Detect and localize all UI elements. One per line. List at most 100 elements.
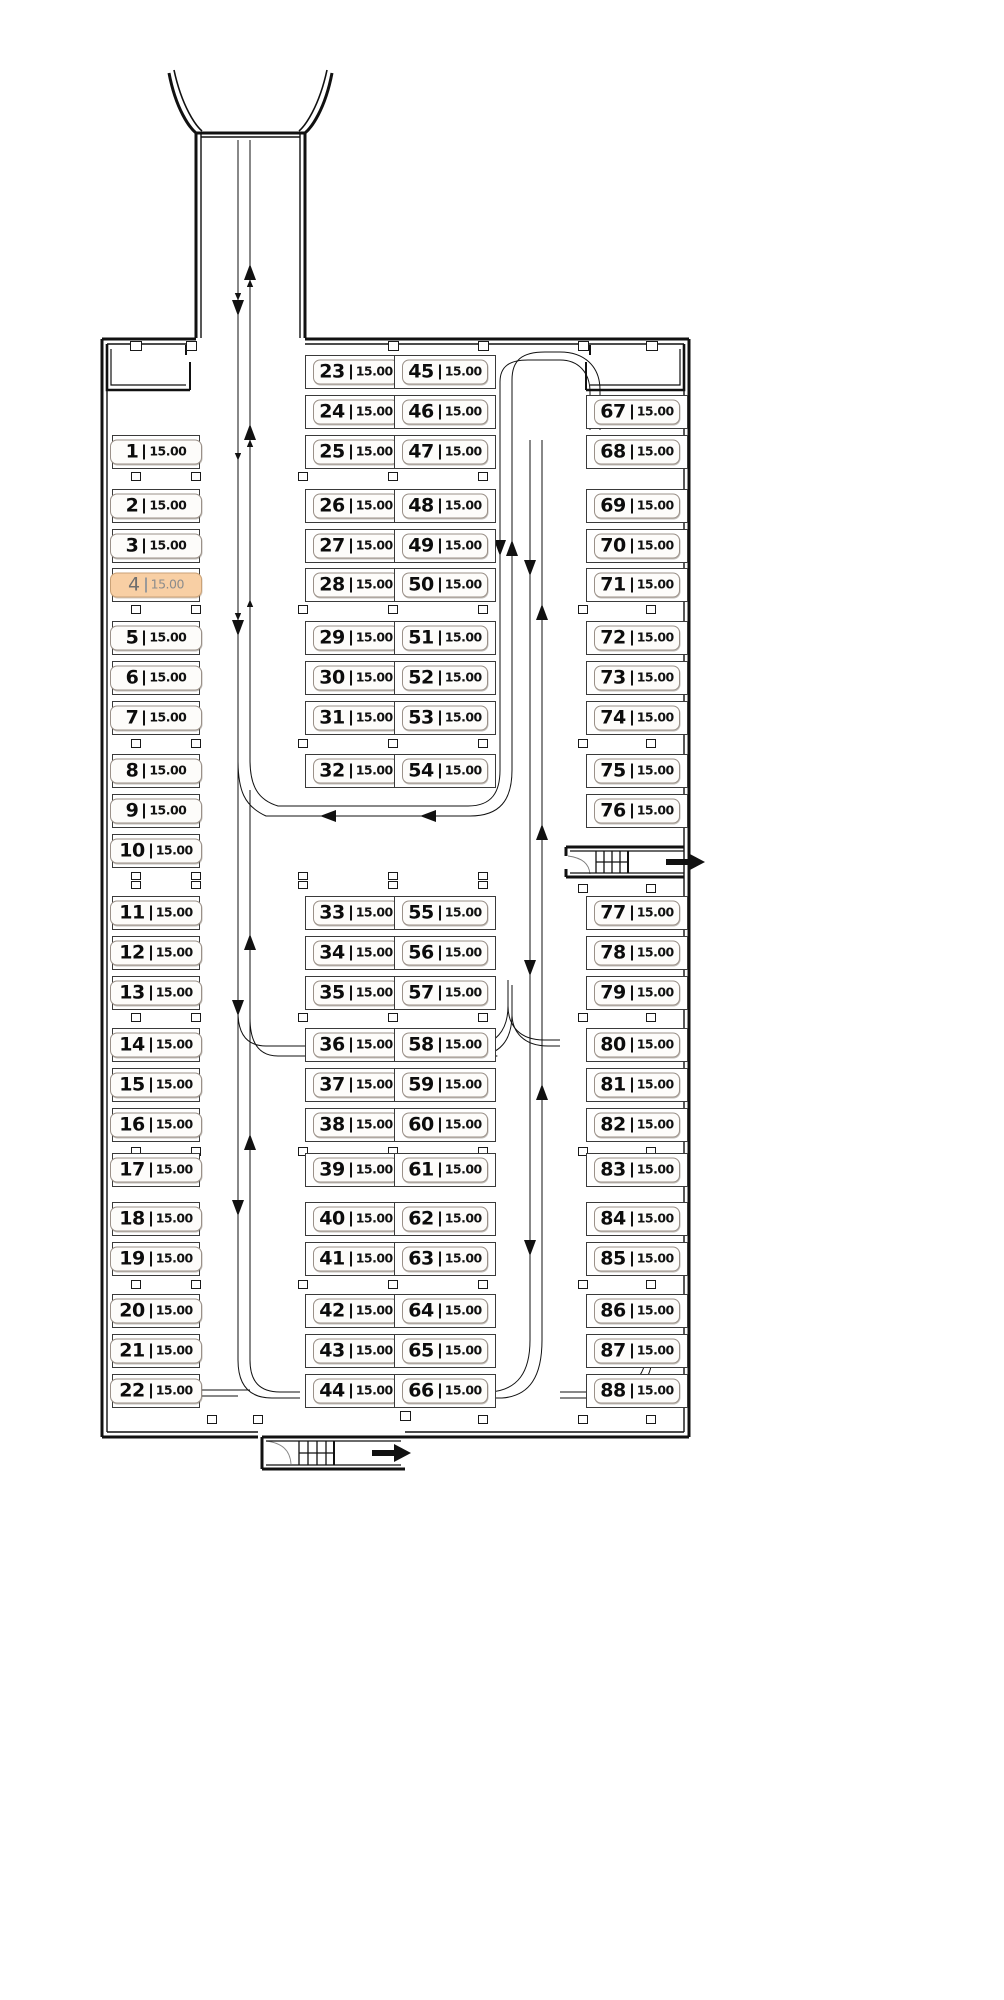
parking-stall-44[interactable]: 4415.00 (305, 1374, 407, 1408)
stall-tag-73[interactable]: 7315.00 (594, 665, 680, 691)
stall-tag-25[interactable]: 2515.00 (313, 439, 399, 465)
parking-stall-63[interactable]: 6315.00 (394, 1242, 496, 1276)
parking-stall-48[interactable]: 4815.00 (394, 489, 496, 523)
parking-stall-80[interactable]: 8015.00 (586, 1028, 688, 1062)
stall-tag-78[interactable]: 7815.00 (594, 940, 680, 966)
parking-stall-43[interactable]: 4315.00 (305, 1334, 407, 1368)
stall-tag-87[interactable]: 8715.00 (594, 1338, 680, 1364)
parking-stall-26[interactable]: 2615.00 (305, 489, 407, 523)
parking-stall-5[interactable]: 515.00 (110, 621, 202, 655)
stall-tag-34[interactable]: 3415.00 (313, 940, 399, 966)
parking-stall-13[interactable]: 1315.00 (110, 976, 202, 1010)
parking-stall-34[interactable]: 3415.00 (305, 936, 407, 970)
stall-tag-10[interactable]: 1015.00 (110, 838, 202, 864)
stall-tag-9[interactable]: 915.00 (110, 798, 202, 824)
stall-tag-81[interactable]: 8115.00 (594, 1072, 680, 1098)
stall-tag-70[interactable]: 7015.00 (594, 533, 680, 559)
parking-stall-58[interactable]: 5815.00 (394, 1028, 496, 1062)
stall-tag-24[interactable]: 2415.00 (313, 399, 399, 425)
parking-stall-53[interactable]: 5315.00 (394, 701, 496, 735)
parking-stall-39[interactable]: 3915.00 (305, 1153, 407, 1187)
stall-tag-66[interactable]: 6615.00 (402, 1378, 488, 1404)
stall-tag-71[interactable]: 7115.00 (594, 572, 680, 598)
parking-stall-56[interactable]: 5615.00 (394, 936, 496, 970)
parking-stall-62[interactable]: 6215.00 (394, 1202, 496, 1236)
stall-tag-29[interactable]: 2915.00 (313, 625, 399, 651)
stall-tag-61[interactable]: 6115.00 (402, 1157, 488, 1183)
stall-tag-57[interactable]: 5715.00 (402, 980, 488, 1006)
stall-tag-38[interactable]: 3815.00 (313, 1112, 399, 1138)
parking-stall-52[interactable]: 5215.00 (394, 661, 496, 695)
stall-tag-45[interactable]: 4515.00 (402, 359, 488, 385)
parking-stall-49[interactable]: 4915.00 (394, 529, 496, 563)
parking-stall-61[interactable]: 6115.00 (394, 1153, 496, 1187)
parking-stall-17[interactable]: 1715.00 (110, 1153, 202, 1187)
stall-tag-51[interactable]: 5115.00 (402, 625, 488, 651)
parking-stall-27[interactable]: 2715.00 (305, 529, 407, 563)
stall-tag-80[interactable]: 8015.00 (594, 1032, 680, 1058)
stall-tag-74[interactable]: 7415.00 (594, 705, 680, 731)
parking-stall-66[interactable]: 6615.00 (394, 1374, 496, 1408)
parking-stall-24[interactable]: 2415.00 (305, 395, 407, 429)
stall-tag-69[interactable]: 6915.00 (594, 493, 680, 519)
stall-tag-55[interactable]: 5515.00 (402, 900, 488, 926)
stall-tag-14[interactable]: 1415.00 (110, 1032, 202, 1058)
parking-stall-70[interactable]: 7015.00 (586, 529, 688, 563)
stall-tag-7[interactable]: 715.00 (110, 705, 202, 731)
parking-stall-12[interactable]: 1215.00 (110, 936, 202, 970)
stall-tag-76[interactable]: 7615.00 (594, 798, 680, 824)
parking-stall-1[interactable]: 115.00 (110, 435, 202, 469)
stall-tag-43[interactable]: 4315.00 (313, 1338, 399, 1364)
stall-tag-56[interactable]: 5615.00 (402, 940, 488, 966)
parking-stall-88[interactable]: 8815.00 (586, 1374, 688, 1408)
stall-tag-18[interactable]: 1815.00 (110, 1206, 202, 1232)
stall-tag-88[interactable]: 8815.00 (594, 1378, 680, 1404)
stall-tag-2[interactable]: 215.00 (110, 493, 202, 519)
stall-tag-65[interactable]: 6515.00 (402, 1338, 488, 1364)
parking-stall-64[interactable]: 6415.00 (394, 1294, 496, 1328)
parking-stall-3[interactable]: 315.00 (110, 529, 202, 563)
parking-stall-18[interactable]: 1815.00 (110, 1202, 202, 1236)
parking-stall-75[interactable]: 7515.00 (586, 754, 688, 788)
parking-stall-29[interactable]: 2915.00 (305, 621, 407, 655)
parking-stall-57[interactable]: 5715.00 (394, 976, 496, 1010)
parking-stall-2[interactable]: 215.00 (110, 489, 202, 523)
stall-tag-44[interactable]: 4415.00 (313, 1378, 399, 1404)
stall-tag-23[interactable]: 2315.00 (313, 359, 399, 385)
stall-tag-13[interactable]: 1315.00 (110, 980, 202, 1006)
stall-tag-19[interactable]: 1915.00 (110, 1246, 202, 1272)
stall-tag-50[interactable]: 5015.00 (402, 572, 488, 598)
parking-stall-45[interactable]: 4515.00 (394, 355, 496, 389)
stall-tag-75[interactable]: 7515.00 (594, 758, 680, 784)
parking-stall-59[interactable]: 5915.00 (394, 1068, 496, 1102)
parking-stall-30[interactable]: 3015.00 (305, 661, 407, 695)
parking-stall-67[interactable]: 6715.00 (586, 395, 688, 429)
stall-tag-40[interactable]: 4015.00 (313, 1206, 399, 1232)
stall-tag-1[interactable]: 115.00 (110, 439, 202, 465)
stall-tag-48[interactable]: 4815.00 (402, 493, 488, 519)
stall-tag-33[interactable]: 3315.00 (313, 900, 399, 926)
parking-stall-37[interactable]: 3715.00 (305, 1068, 407, 1102)
stall-tag-8[interactable]: 815.00 (110, 758, 202, 784)
stall-tag-72[interactable]: 7215.00 (594, 625, 680, 651)
parking-stall-71[interactable]: 7115.00 (586, 568, 688, 602)
stall-tag-16[interactable]: 1615.00 (110, 1112, 202, 1138)
parking-stall-28[interactable]: 2815.00 (305, 568, 407, 602)
parking-stall-55[interactable]: 5515.00 (394, 896, 496, 930)
parking-stall-51[interactable]: 5115.00 (394, 621, 496, 655)
parking-stall-84[interactable]: 8415.00 (586, 1202, 688, 1236)
stall-tag-49[interactable]: 4915.00 (402, 533, 488, 559)
parking-stall-22[interactable]: 2215.00 (110, 1374, 202, 1408)
stall-tag-17[interactable]: 1715.00 (110, 1157, 202, 1183)
parking-stall-47[interactable]: 4715.00 (394, 435, 496, 469)
stall-tag-63[interactable]: 6315.00 (402, 1246, 488, 1272)
stall-tag-84[interactable]: 8415.00 (594, 1206, 680, 1232)
stall-tag-62[interactable]: 6215.00 (402, 1206, 488, 1232)
parking-stall-42[interactable]: 4215.00 (305, 1294, 407, 1328)
stall-tag-67[interactable]: 6715.00 (594, 399, 680, 425)
stall-tag-79[interactable]: 7915.00 (594, 980, 680, 1006)
parking-stall-69[interactable]: 6915.00 (586, 489, 688, 523)
stall-tag-21[interactable]: 2115.00 (110, 1338, 202, 1364)
stall-tag-32[interactable]: 3215.00 (313, 758, 399, 784)
parking-stall-33[interactable]: 3315.00 (305, 896, 407, 930)
